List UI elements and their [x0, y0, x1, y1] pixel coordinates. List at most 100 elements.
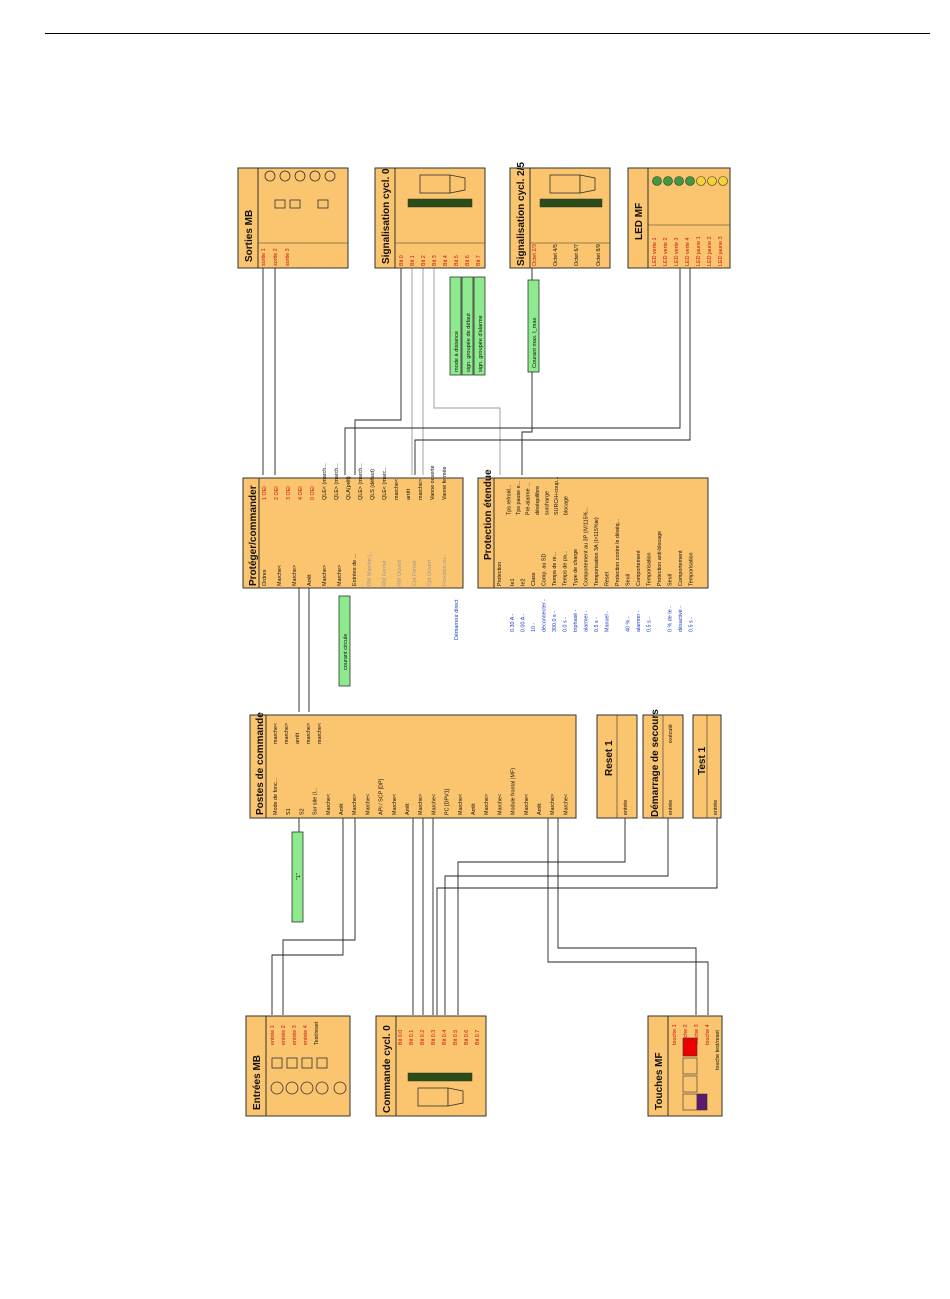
port-label: Bit 1	[410, 255, 416, 266]
postes-row-label: Module frontal (MF)	[511, 768, 517, 815]
postes-row-label: Marche<	[497, 794, 503, 815]
protection-param-name: Temps de pa...	[563, 551, 569, 586]
block-touches-mf[interactable]: Touches MF touche 1 touche 2 touche 3 to…	[647, 1015, 723, 1117]
protection-param-name: Seuil	[626, 574, 632, 586]
port-label: sortie 1	[261, 248, 267, 266]
port-label: touche 4	[705, 1024, 711, 1045]
protection-header-label: blocage	[564, 496, 570, 515]
postes-row-label: Marche<	[524, 794, 530, 815]
protection-param-name: Temporisation 3A (I>115%ie)	[594, 517, 600, 586]
block-signalisation-cycl-2-5[interactable]: Signalisation cycl. 2/5 Octet 2/3 Octet …	[509, 162, 611, 269]
block-title: Signalisation cycl. 2/5	[516, 162, 527, 266]
proteger-output-label: QLE< (marc...	[382, 466, 388, 500]
block-title: Postes de commande	[255, 712, 266, 815]
protection-param-value: alarmer -	[636, 610, 642, 632]
port-label: LED verte 4	[685, 238, 691, 266]
proteger-input-label: Marche<	[277, 565, 283, 586]
proteger-output-label: 4 OEI	[298, 486, 304, 500]
green-label: mode à distance	[454, 331, 460, 372]
proteger-input-label: Cpt Fermé	[412, 561, 418, 586]
green-courant-max: Courant max. I_max	[527, 279, 540, 373]
postes-output-label: marche>	[284, 723, 290, 744]
proteger-input-label: RM Marche (...	[367, 550, 373, 586]
protection-param-name: Comportement	[636, 550, 642, 586]
postes-row-label: Arrêt	[339, 803, 345, 815]
port-label: touche 3	[694, 1024, 700, 1045]
protection-param-value: 300.0 s -	[552, 611, 558, 632]
block-title: Commande cycl. 0	[382, 1025, 393, 1113]
block-signalisation-cycl-0[interactable]: Signalisation cycl. 0 Bit 0 Bit 1 Bit 2 …	[374, 167, 486, 269]
block-reset[interactable]: Reset 1 entrée	[596, 714, 638, 819]
proteger-input-label: RM Ouvert	[397, 559, 403, 586]
port-label: LED jaune 3	[718, 236, 724, 266]
postes-row-label: PC [DPV1]	[445, 788, 451, 815]
block-test[interactable]: Test 1 entrée	[692, 714, 722, 819]
postes-row-label: Marche<	[563, 794, 569, 815]
port-label: Bit 0.6	[464, 1030, 470, 1045]
proteger-input-label: Fonction ou...	[442, 553, 448, 586]
header-rule	[45, 33, 930, 34]
proteger-input-label: Marche>	[322, 565, 328, 586]
block-entrees-mb[interactable]: Entrées MB entrée 1 entrée 2 entrée 3 en…	[245, 1015, 351, 1117]
protection-param-name: Temps de re...	[552, 552, 558, 586]
protection-header-label: SURCH+coup...	[554, 477, 560, 516]
green-label: Courant max. I_max	[532, 317, 538, 368]
protection-param-value: Manuel -	[605, 611, 611, 632]
port-label: Bit 0.1	[409, 1030, 415, 1045]
port-label: Octet 2/3	[532, 244, 538, 266]
port-label: Bit 0.4	[442, 1030, 448, 1045]
proteger-output-label: 2 OEI	[274, 486, 280, 500]
block-demarrage-secours[interactable]: Démarrage de secours entrée exécuté	[642, 709, 684, 819]
postes-output-label: marche<	[317, 723, 323, 744]
led-row-icon	[652, 176, 728, 186]
block-sorties-mb[interactable]: Sorties MB sortie 1 sortie 2 sortie 3	[237, 167, 349, 269]
green-label: sign. groupée d'alarme	[478, 315, 484, 372]
postes-output-label: marche<	[273, 723, 279, 744]
postes-row-label: Arrêt	[537, 803, 543, 815]
port-label: LED verte 1	[652, 238, 658, 266]
protection-param-value: 0.00 A -	[521, 614, 527, 632]
protection-header-label: Tps pause e...	[516, 481, 522, 515]
proteger-input-label: Ordres	[262, 569, 268, 586]
proteger-output-label: 1 OEI	[262, 486, 268, 500]
protection-param-name: Protection contre le déséq...	[615, 519, 621, 586]
port-label: Bit 6	[465, 255, 471, 266]
green-label: courant circule	[343, 634, 349, 670]
protection-param-name: Protection anti-blocage	[657, 531, 663, 586]
keypad-icon	[682, 1037, 708, 1111]
protection-param-value: 40 % -	[626, 616, 632, 632]
proteger-input-label: Marche>	[337, 565, 343, 586]
proteger-output-label: marche<	[394, 479, 400, 500]
block-led-mf[interactable]: LED MF LED verte 1 LED verte 2 LED verte…	[627, 167, 731, 269]
proteger-output-label: QLS (défaut)	[370, 469, 376, 500]
protection-header-label: déséquilibre	[535, 486, 541, 515]
proteger-output-label: Vanne fermée	[442, 467, 448, 500]
postes-row-label: Marche<	[458, 794, 464, 815]
postes-row-label: Arrêt	[405, 803, 411, 815]
protection-param-value: 0.5 s -	[594, 617, 600, 632]
port-label: LED jaune 1	[696, 236, 702, 266]
port-label: Octet 4/5	[553, 244, 559, 266]
block-title: Reset 1	[604, 740, 615, 776]
port-label: Test/reset	[314, 1021, 320, 1045]
proteger-output-label: QLE> (march...	[334, 463, 340, 500]
postes-row-label: Marche<	[392, 794, 398, 815]
postes-output-label: arrêt	[295, 732, 301, 744]
protection-param-name: Comportement au 3P (IV/115%...	[584, 507, 590, 586]
postes-row-label: Marche>	[550, 794, 556, 815]
protection-param-name: Comp. au SD	[542, 554, 548, 586]
port-label: entrée 4	[303, 1025, 309, 1045]
block-title: Signalisation cycl. 0	[381, 168, 392, 264]
relay-icon	[264, 170, 336, 209]
port-label: entrée	[713, 800, 719, 815]
proteger-output-label: QLE> (march...	[358, 463, 364, 500]
port-label: touche 2	[683, 1024, 689, 1045]
protection-header-label: Tps refroid...	[507, 485, 513, 515]
green-one: "1"	[291, 831, 304, 923]
protection-param-name: Ie2	[521, 579, 527, 587]
postes-output-label: marche>	[306, 723, 312, 744]
